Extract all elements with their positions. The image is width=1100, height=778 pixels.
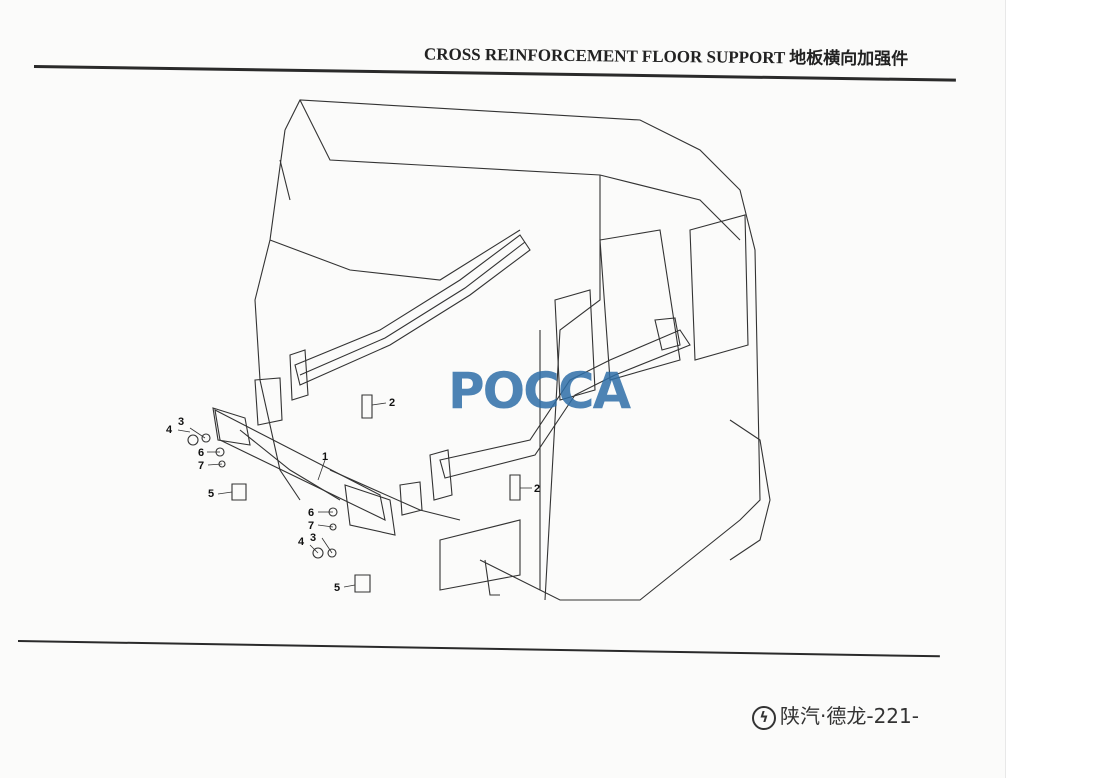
callout-4: 4: [166, 424, 173, 436]
watermark-logo: POCCA: [448, 362, 631, 420]
callout-2: 2: [389, 397, 395, 409]
callout-5: 5: [334, 582, 340, 594]
callout-2: 2: [534, 483, 540, 495]
callout-7: 7: [198, 460, 204, 472]
brand-name: 陕汽·德龙: [780, 704, 867, 728]
page-number: -221-: [866, 704, 919, 728]
scan-edge: [1005, 0, 1100, 778]
callout-7: 7: [308, 520, 314, 532]
callout-5: 5: [208, 488, 214, 500]
callout-3: 3: [178, 416, 184, 428]
leader-lines: [177, 402, 532, 588]
floor-support-side: [429, 317, 691, 501]
cab-outline: [254, 99, 771, 601]
shaanxi-logo-icon: ϟ: [752, 705, 776, 730]
floor-support-rear: [289, 234, 531, 401]
cross-reinforcement-assembly: [212, 377, 423, 536]
callout-4: 4: [298, 536, 305, 548]
callout-6: 6: [308, 507, 314, 519]
callout-6: 6: [198, 447, 204, 459]
fasteners: [187, 394, 521, 593]
callout-3: 3: [310, 532, 316, 544]
callout-1: 1: [322, 451, 328, 463]
